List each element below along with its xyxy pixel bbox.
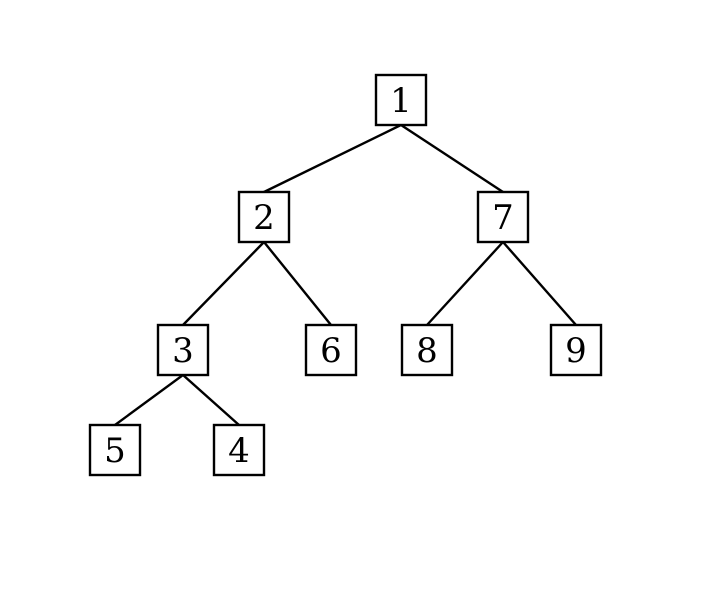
- tree-node-2: 2: [237, 190, 291, 244]
- node-label: 2: [253, 198, 275, 238]
- node-label: 5: [104, 431, 126, 471]
- tree-node-9: 9: [549, 323, 603, 377]
- node-label: 6: [320, 331, 342, 371]
- node-label: 4: [228, 431, 250, 471]
- edge-n1-n7: [399, 123, 505, 194]
- edge-n7-n8: [425, 240, 505, 327]
- edge-n2-n6: [262, 240, 333, 327]
- tree-node-8: 8: [400, 323, 454, 377]
- node-label: 8: [416, 331, 438, 371]
- tree-node-6: 6: [304, 323, 358, 377]
- tree-node-3: 3: [156, 323, 210, 377]
- node-box: [400, 323, 454, 377]
- node-label: 1: [390, 81, 412, 121]
- node-box: [476, 190, 530, 244]
- nodes-layer: 1 2 7 3 6 8 9 5 4: [88, 73, 603, 477]
- node-box: [237, 190, 291, 244]
- node-box: [156, 323, 210, 377]
- tree-node-1: 1: [374, 73, 428, 127]
- node-box: [88, 423, 142, 477]
- edge-n7-n9: [501, 240, 578, 327]
- node-box: [304, 323, 358, 377]
- tree-node-7: 7: [476, 190, 530, 244]
- node-label: 3: [172, 331, 194, 371]
- tree-node-4: 4: [212, 423, 266, 477]
- node-box: [374, 73, 428, 127]
- edges-layer: [113, 123, 578, 427]
- node-label: 7: [492, 198, 514, 238]
- node-box: [212, 423, 266, 477]
- edge-n2-n3: [181, 240, 266, 327]
- edge-n1-n2: [262, 123, 403, 194]
- node-label: 9: [565, 331, 587, 371]
- edge-n3-n5: [113, 373, 185, 427]
- node-box: [549, 323, 603, 377]
- edge-n3-n4: [181, 373, 241, 427]
- tree-node-5: 5: [88, 423, 142, 477]
